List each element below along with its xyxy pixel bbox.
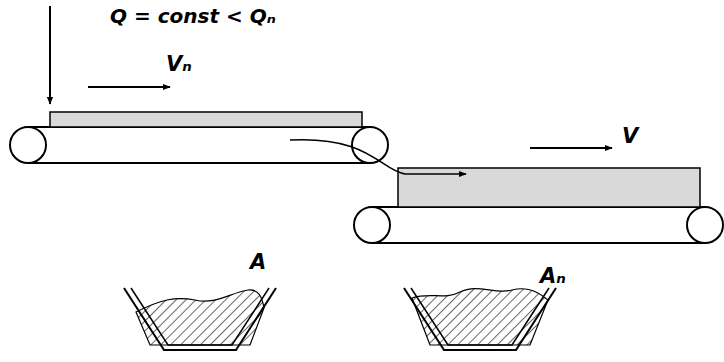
area-label: A — [250, 252, 266, 273]
speed-label: V — [622, 126, 638, 147]
formula-label: Q = const < Qₙ — [110, 6, 276, 26]
feeder-conveyor — [10, 127, 388, 163]
speed-arrow — [88, 86, 170, 88]
area-label: Aₙ — [540, 266, 566, 287]
cross-section — [124, 288, 276, 350]
cross-section — [404, 288, 556, 350]
material-layer — [50, 112, 362, 127]
speed-label: Vₙ — [166, 54, 192, 75]
main-conveyor — [354, 207, 723, 243]
feed-arrow — [49, 6, 51, 104]
speed-arrow — [530, 147, 612, 149]
transfer-arrow — [290, 140, 466, 174]
